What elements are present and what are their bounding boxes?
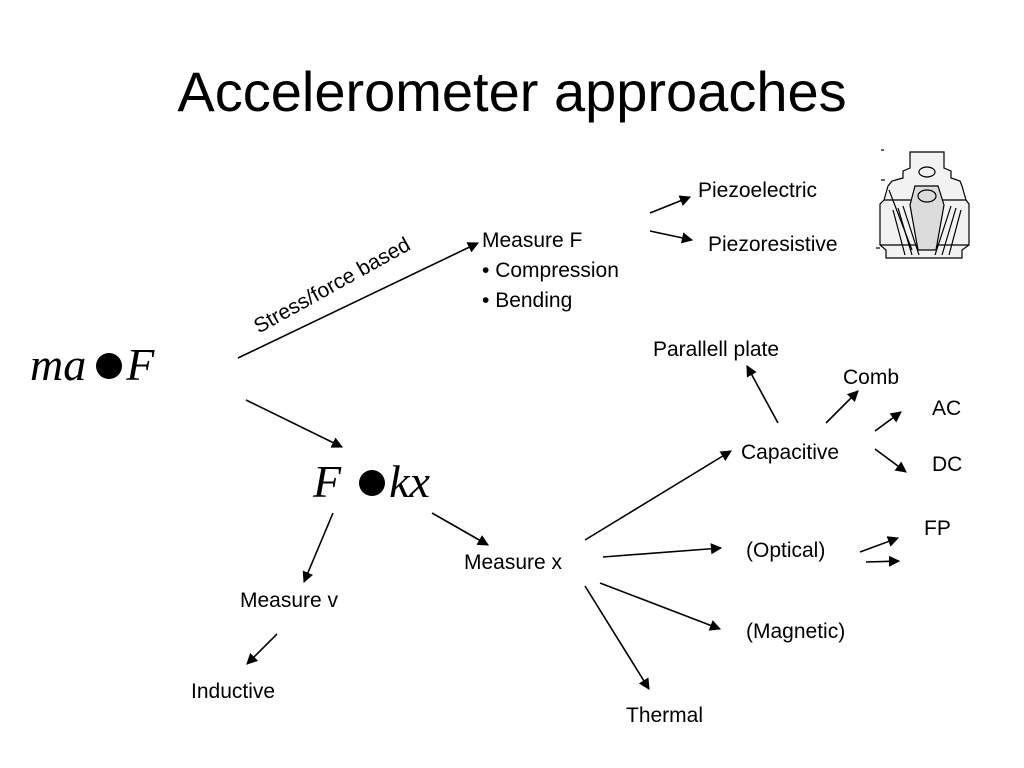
arrow-to-capacitive [584, 450, 732, 541]
arrow-to-magnetic [599, 582, 722, 631]
arrow-optical-second [865, 555, 901, 567]
label-inductive: Inductive [191, 680, 276, 703]
arrow-to-piezoelectric [649, 195, 692, 214]
arrow-to-optical [602, 543, 723, 558]
arrow-force-to-spring [245, 399, 344, 448]
arrow-to-comb [825, 390, 859, 424]
measure-f-block: Measure F Compression Bending [482, 226, 619, 316]
accelerometer-sensor-image [876, 149, 970, 259]
arrow-to-inductive [246, 633, 278, 665]
arrow-to-dc [874, 448, 907, 473]
arrow-force-to-measure-f [237, 242, 480, 359]
equation-spring-left: F [313, 456, 342, 507]
arrow-to-parallel-plate [746, 365, 779, 424]
bullet-dot-icon [359, 470, 386, 497]
label-parallel-plate: Parallell plate [653, 338, 780, 361]
arrow-to-thermal [584, 585, 650, 690]
arrow-spring-to-measure-x [431, 512, 489, 546]
label-dc: DC [932, 453, 963, 476]
label-optical: (Optical) [746, 539, 826, 562]
arrow-to-ac [874, 411, 902, 432]
equation-force: ma F [30, 342, 154, 388]
label-comb: Comb [843, 366, 900, 389]
label-piezoresistive: Piezoresistive [708, 233, 838, 256]
equation-force-right: F [126, 339, 155, 390]
measure-f-bullet: Compression [482, 256, 619, 286]
label-magnetic: (Magnetic) [746, 620, 846, 643]
label-capacitive: Capacitive [741, 441, 840, 464]
arrow-to-fp [859, 536, 900, 553]
label-measure-v: Measure v [240, 589, 339, 612]
measure-f-bullet: Bending [482, 286, 619, 316]
label-ac: AC [932, 397, 962, 420]
equation-force-left: ma [30, 339, 87, 390]
label-piezoelectric: Piezoelectric [698, 179, 818, 202]
bullet-dot-icon [96, 353, 123, 380]
arrow-to-piezoresistive [649, 230, 694, 244]
equation-spring-right: kx [389, 456, 430, 507]
arrow-spring-to-measure-v [302, 512, 334, 584]
label-measure-x: Measure x [464, 551, 563, 574]
label-thermal: Thermal [626, 704, 704, 727]
page-title: Accelerometer approaches [177, 60, 847, 123]
measure-f-heading: Measure F [482, 229, 583, 252]
label-fp: FP [924, 517, 951, 540]
